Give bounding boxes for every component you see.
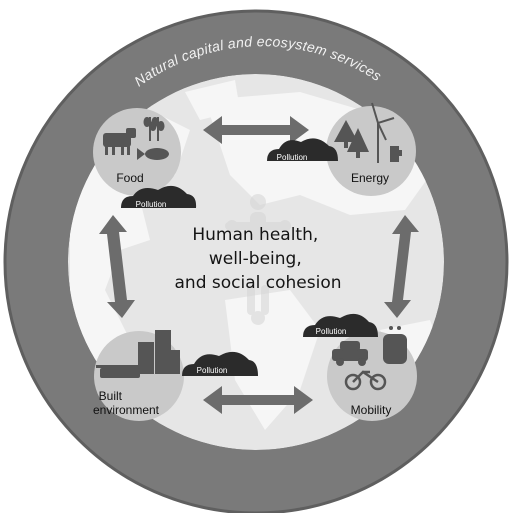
car-icon [332,341,368,366]
land-americas [70,110,190,430]
fish-icon [137,148,169,160]
wheat-icon [143,117,165,141]
pollution-label-food: Pollution [136,200,167,209]
arrow-energy-mobility [384,215,419,318]
tram-icon [96,365,144,378]
tree-icon [334,120,369,158]
fuel-pump-icon [390,146,402,162]
pollution-cloud-built: Pollution [182,351,258,376]
arrow-food-built [99,215,135,318]
train-icon [383,326,407,364]
node-food-label: Food [116,171,143,185]
node-energy-label: Energy [351,171,389,185]
pollution-cloud-mobility: Pollution [303,313,378,337]
node-built-environment: Built environment [93,330,184,421]
node-energy: Energy [326,102,416,196]
node-mobility-label: Mobility [351,403,392,417]
human-figure [225,194,291,325]
land-greenland [185,80,240,120]
node-mobility: Mobility [327,326,417,421]
pollution-cloud-energy: Pollution [267,138,338,162]
pollution-label-built: Pollution [197,366,228,375]
pollution-cloud-food: Pollution [121,185,197,209]
outer-ring-shade [3,9,509,513]
wind-turbine-icon [371,102,395,163]
building-icon [138,330,180,374]
center-title: Human health, well-being, and social coh… [175,225,342,293]
pollution-label-mobility: Pollution [316,327,347,336]
arrow-built-mobility [203,386,313,414]
cow-icon [103,128,136,155]
arrow-food-energy [203,116,309,144]
node-food: Food [93,108,181,196]
bicycle-icon [344,370,387,391]
pollution-label-energy: Pollution [277,153,308,162]
node-built-label: Built environment [93,389,160,417]
